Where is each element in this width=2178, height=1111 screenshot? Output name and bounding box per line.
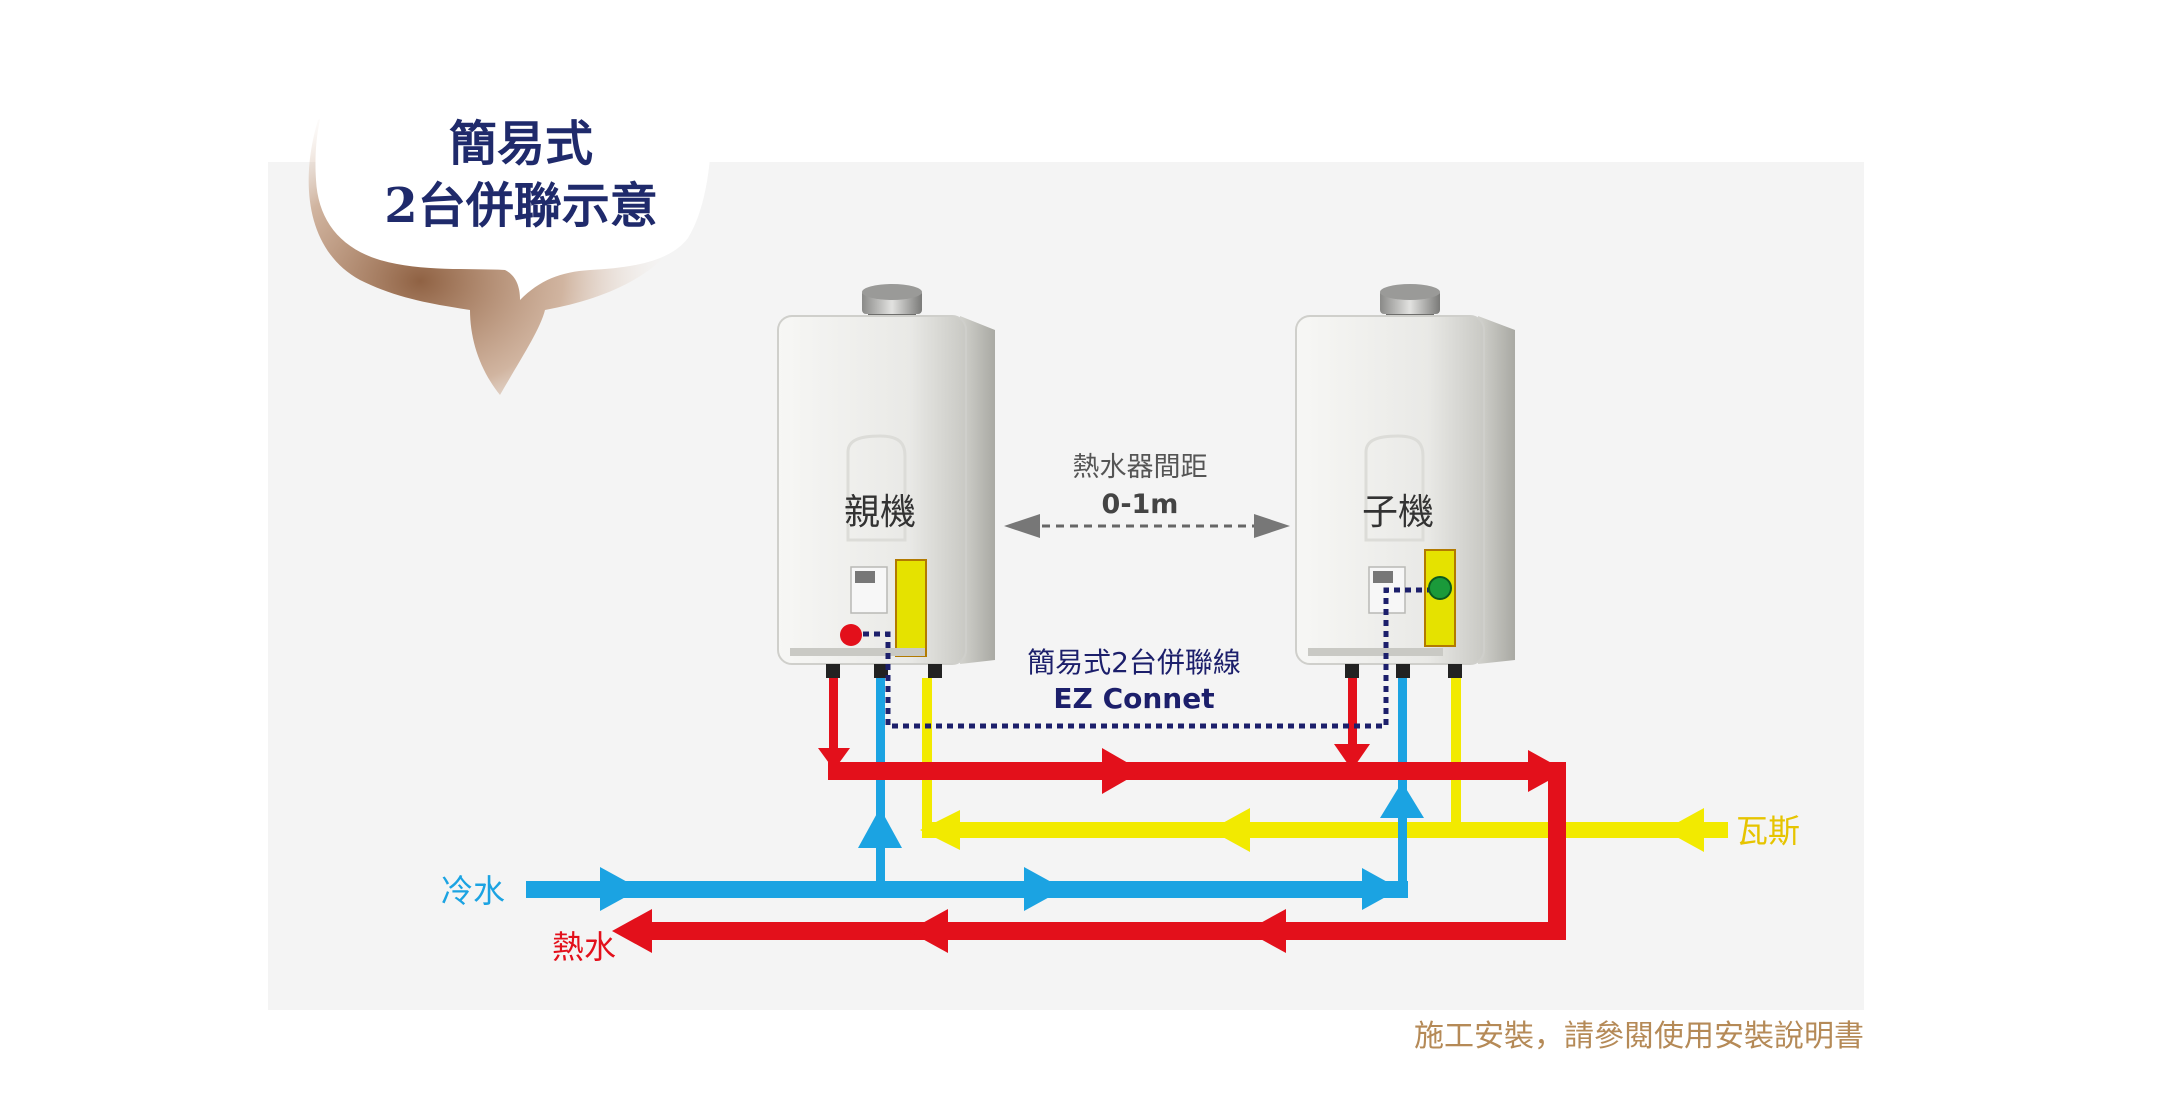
hot-water-label: 熱水 bbox=[552, 928, 616, 966]
hot-arrow-down-master bbox=[818, 748, 850, 770]
hot-arrow-top-2 bbox=[1528, 750, 1566, 792]
spacing-value: 0-1m bbox=[1102, 489, 1179, 520]
spacing-label: 熱水器間距 bbox=[1073, 452, 1208, 483]
hot-drop-master bbox=[829, 678, 838, 760]
cold-water-pipe bbox=[526, 678, 1424, 911]
spacing-arrow-right bbox=[1254, 514, 1290, 538]
hot-arrow-down-slave bbox=[1334, 744, 1370, 770]
master-fitting-mid bbox=[874, 664, 888, 678]
gas-label: 瓦斯 bbox=[1736, 812, 1800, 850]
gas-drop-slave bbox=[1451, 678, 1461, 824]
master-side-panel bbox=[960, 316, 995, 664]
cold-arrow-1 bbox=[600, 867, 640, 911]
footnote: 施工安裝，請參閱使用安裝說明書 bbox=[1414, 1019, 1864, 1054]
master-front-emboss bbox=[846, 434, 907, 542]
gas-arrow-3 bbox=[920, 810, 960, 850]
hot-arrow-top-1 bbox=[1102, 748, 1142, 794]
slave-fitting-left bbox=[1345, 664, 1359, 678]
gas-drop-master bbox=[922, 678, 932, 830]
master-water-heater: 親機 bbox=[777, 284, 995, 678]
hot-drop-slave bbox=[1348, 678, 1357, 760]
cold-main-pipe bbox=[526, 881, 1408, 898]
cable-label-zh: 簡易式2台併聯線 bbox=[1027, 646, 1241, 679]
slave-side-panel bbox=[1478, 316, 1515, 664]
gas-arrow-2 bbox=[1210, 808, 1250, 852]
master-label: 親機 bbox=[844, 492, 916, 533]
spacing-arrow-left bbox=[1004, 514, 1040, 538]
gas-main-pipe bbox=[922, 822, 1728, 838]
cold-arrow-2 bbox=[1024, 867, 1064, 911]
cold-arrow-3 bbox=[1362, 868, 1400, 910]
cold-arrow-up-slave bbox=[1380, 782, 1424, 818]
slave-fitting-mid bbox=[1396, 664, 1410, 678]
hot-right-riser bbox=[1548, 762, 1566, 940]
master-gas-valve-label bbox=[895, 559, 927, 657]
cold-drop-master bbox=[876, 678, 885, 888]
cold-arrow-up-master bbox=[858, 808, 902, 848]
hot-top-pipe bbox=[828, 762, 1566, 780]
gas-pipe bbox=[920, 678, 1728, 852]
master-fitting-left bbox=[826, 664, 840, 678]
hot-arrow-bottom-2 bbox=[908, 909, 948, 953]
master-fitting-right bbox=[928, 664, 942, 678]
slave-display bbox=[1373, 571, 1393, 583]
slave-fitting-right bbox=[1448, 664, 1462, 678]
master-bottom-strip bbox=[790, 648, 925, 656]
title-line-1: 簡易式 bbox=[449, 116, 593, 172]
slave-water-heater: 子機 bbox=[1295, 284, 1515, 678]
master-display bbox=[855, 571, 875, 583]
hot-arrow-bottom-1 bbox=[1246, 909, 1286, 953]
slave-front-emboss bbox=[1364, 434, 1425, 542]
cable-path bbox=[852, 587, 1432, 729]
cable-label-en: EZ Connet bbox=[1053, 682, 1214, 715]
slave-connector-dot bbox=[1428, 576, 1452, 600]
cold-water-label: 冷水 bbox=[441, 872, 505, 910]
hot-arrow-bottom-3 bbox=[612, 909, 652, 953]
slave-flue-top bbox=[1380, 284, 1440, 300]
hot-bottom-pipe bbox=[630, 922, 1566, 940]
title-line-2: 2台併聯示意 bbox=[384, 178, 657, 234]
master-connector-dot bbox=[840, 624, 862, 646]
slave-label: 子機 bbox=[1362, 492, 1434, 533]
hot-water-pipe bbox=[612, 678, 1566, 953]
slave-bottom-strip bbox=[1308, 648, 1443, 656]
ez-connect-cable bbox=[840, 576, 1452, 729]
slave-gas-valve-label bbox=[1424, 549, 1456, 647]
master-flue-top bbox=[862, 284, 922, 300]
title-bubble bbox=[315, 76, 712, 300]
gas-arrow-1 bbox=[1664, 808, 1704, 852]
